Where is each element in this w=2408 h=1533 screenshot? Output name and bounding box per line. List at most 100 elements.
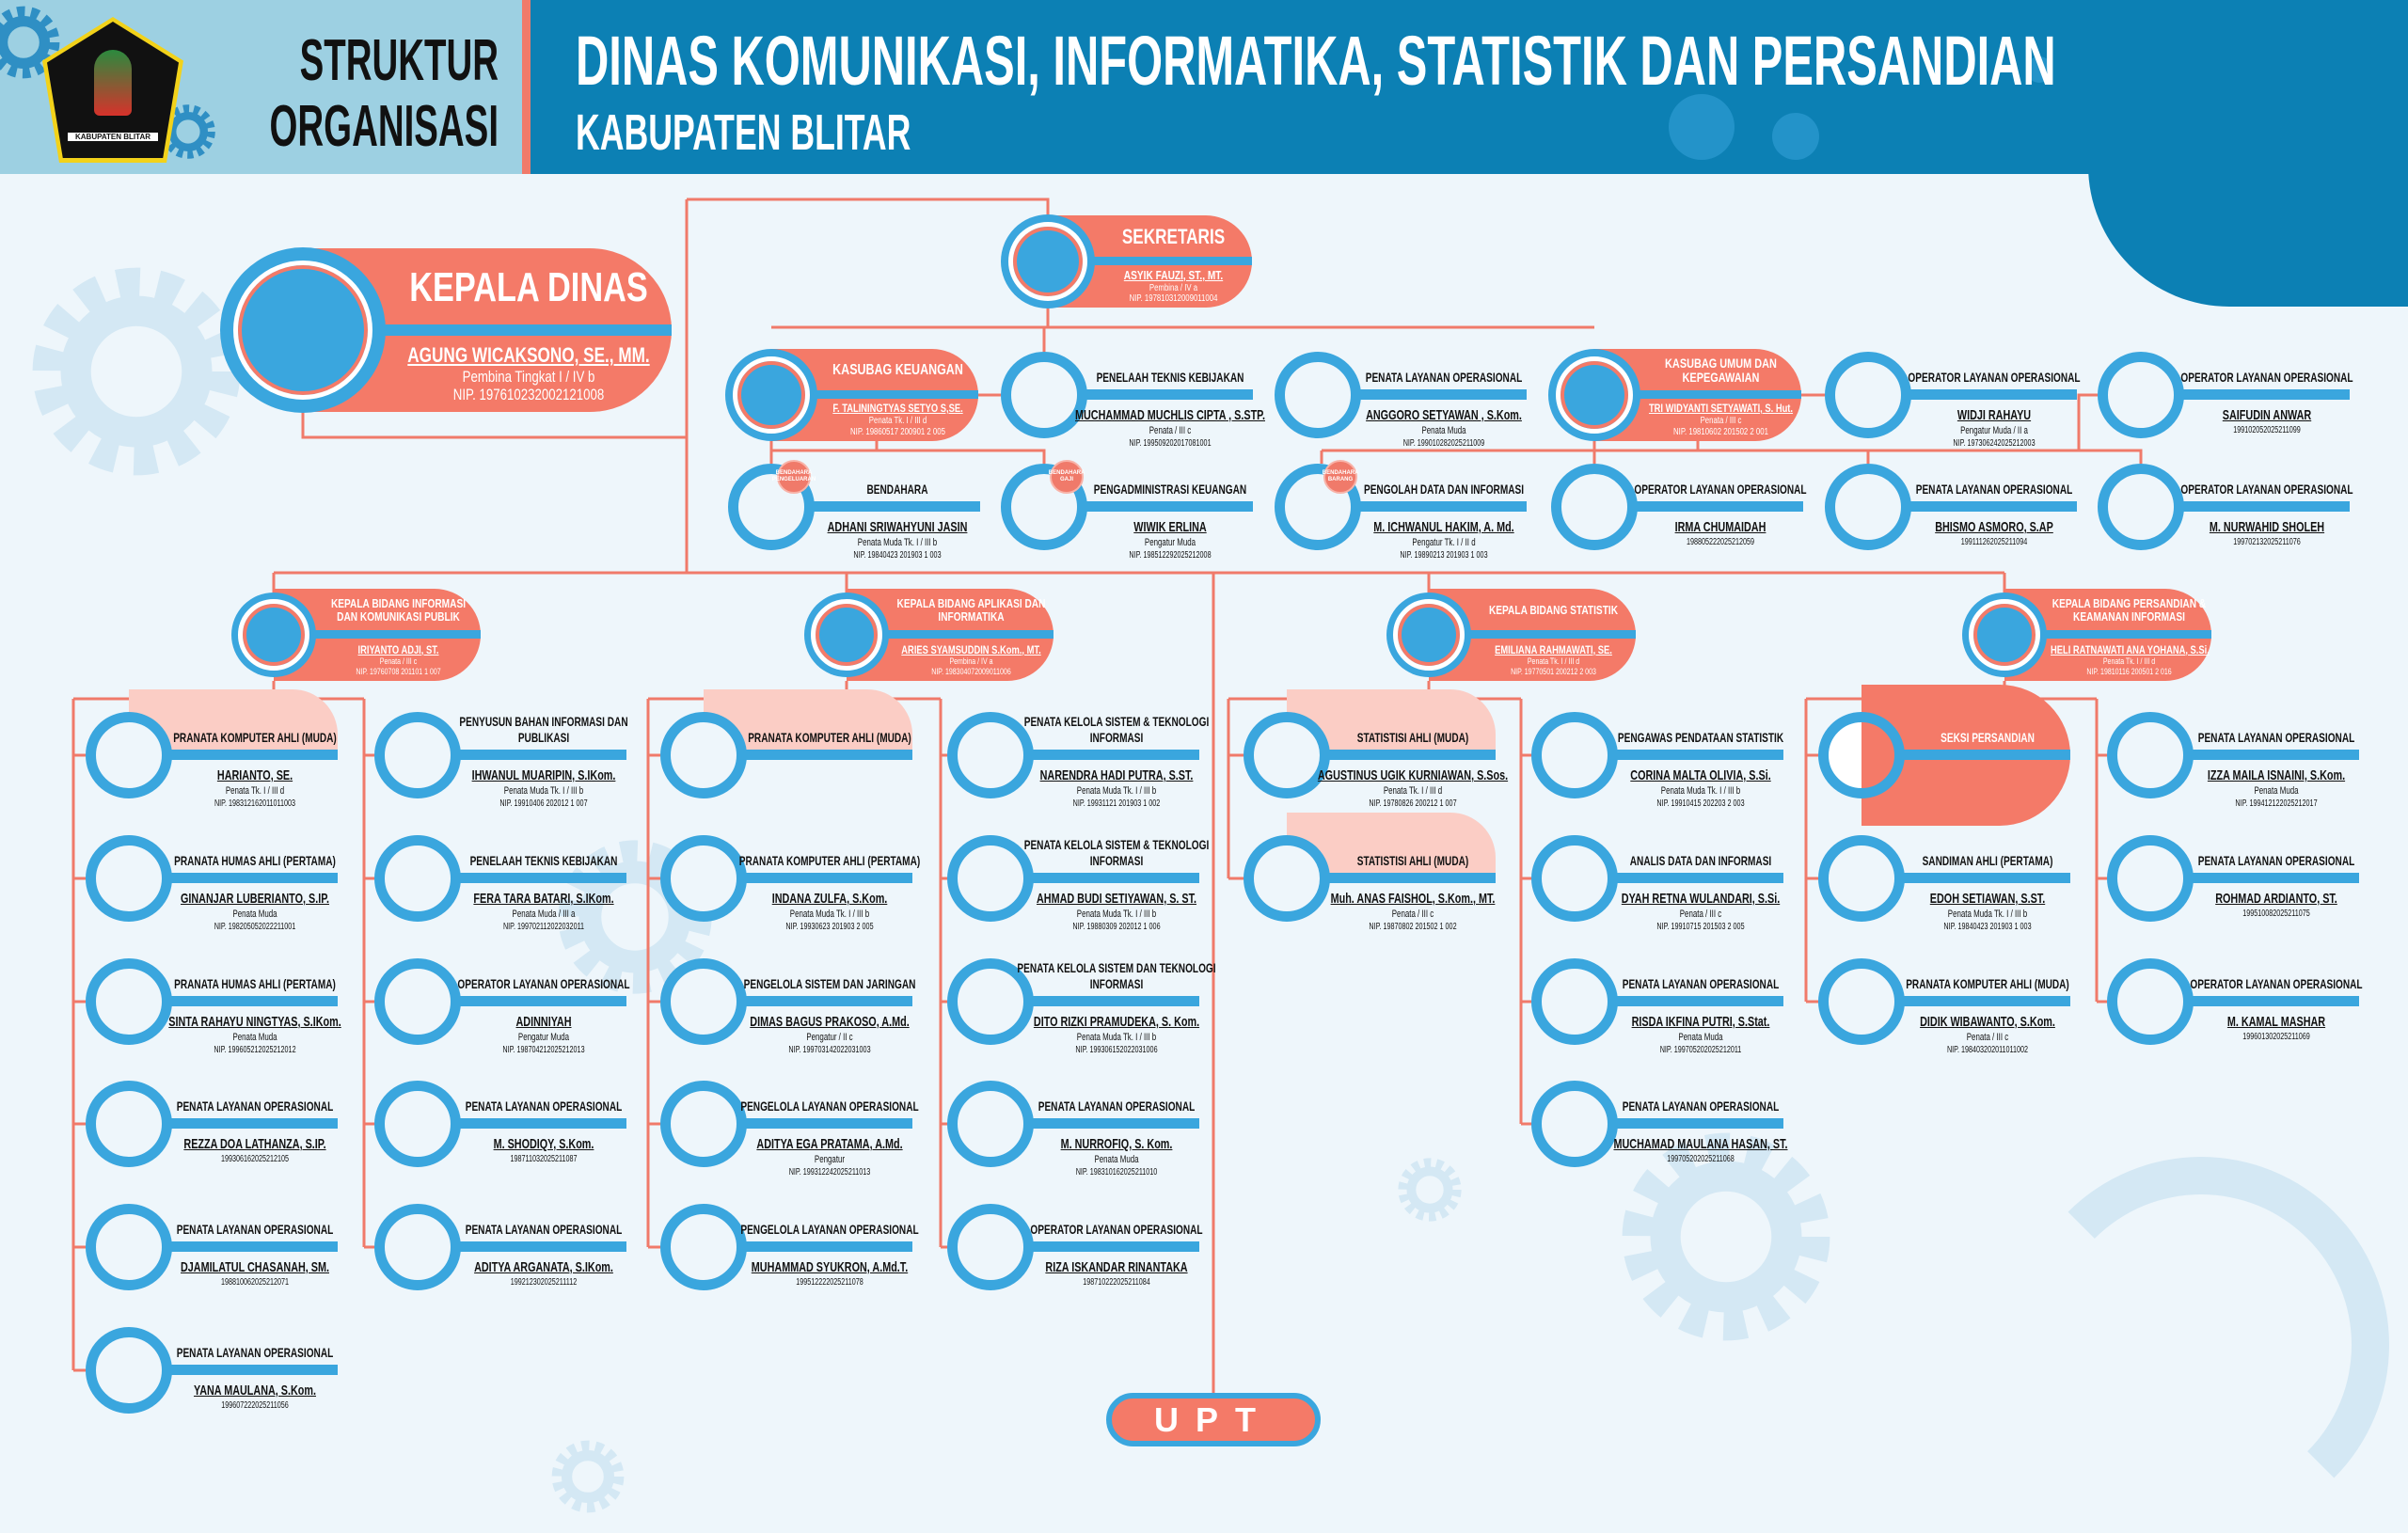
head-title: KASUBAG UMUM DAN KEPEGAWAIAN (1665, 355, 1777, 386)
staff-info: ADITYA ARGANATA, S.IKom.1992123020252111… (442, 1258, 645, 1289)
head-title: KEPALA BIDANG APLIKASI DAN INFORMATIKA (896, 595, 1046, 624)
staff-info: DIMAS BAGUS PRAKOSO, A.Md.Pengatur / II … (728, 1013, 931, 1057)
gear-icon (1622, 1132, 1830, 1341)
staff-name: M. NURROFIQ, S. Kom. (1060, 1136, 1173, 1152)
staff-rank: Pengatur (814, 1154, 846, 1165)
staff-info: ROHMAD ARDIANTO, ST.199510082025211075 (2175, 890, 2378, 921)
staff-rank: Penata Muda Tk. I / III b (1947, 909, 2028, 920)
staff-name: IHWANUL MUARIPIN, S.IKom. (471, 767, 616, 783)
staff-name: DIDIK WIBAWANTO, S.Kom. (1920, 1014, 2055, 1030)
connector-bar (1612, 750, 1783, 760)
staff-nip: NIP. 197306242025212003 (1953, 438, 2036, 449)
head-rank: Pembina / IV a (1149, 282, 1198, 293)
head-info: ARIES SYAMSUDDIN S.Kom., MT.Pembina / IV… (893, 641, 1050, 680)
connector-bar (1028, 1241, 1199, 1252)
staff-info: M. SHODIQY, S.Kom.198711032025211087 (442, 1135, 645, 1166)
staff-info: M. ICHWANUL HAKIM, A. Md.Pengatur Tk. I … (1342, 518, 1545, 562)
position-title: STATISTISI AHLI (MUDA) (1311, 831, 1514, 869)
position-title: OPERATOR LAYANAN OPERASIONAL (1015, 1200, 1218, 1238)
staff-nip: NIP. 19870802 201502 1 002 (1369, 922, 1457, 932)
staff-name: ROHMAD ARDIANTO, ST. (2215, 891, 2337, 907)
head-name: HELI RATNAWATI ANA YOHANA, S.Si. (2051, 642, 2210, 656)
connector-bar (1632, 501, 1803, 512)
staff-name: WIWIK ERLINA (1133, 519, 1207, 535)
avatar-placeholder (660, 712, 747, 798)
connector-bar (1324, 750, 1496, 760)
staff-name: GINANJAR LUBERIANTO, S.IP. (180, 891, 330, 907)
position-title: PENATA LAYANAN OPERASIONAL (442, 1077, 645, 1114)
head-rank: Penata / III c (1700, 416, 1742, 427)
position-title: PENGELOLA SISTEM DAN JARINGAN (728, 955, 931, 992)
staff-nip: 199705202025211068 (1667, 1154, 1735, 1164)
staff-nip: 199102052025211099 (2233, 425, 2301, 435)
position-title-text: PENATA KELOLA SISTEM & TEKNOLOGI INFORMA… (1023, 837, 1210, 868)
connector-bar (1906, 501, 2077, 512)
position-title: PENATA LAYANAN OPERASIONAL (153, 1077, 356, 1114)
avatar-placeholder (947, 1081, 1034, 1167)
position-title: PENATA LAYANAN OPERASIONAL (1599, 1077, 1802, 1114)
connector-bar (166, 750, 338, 760)
connector-bar (1082, 501, 1253, 512)
page-title: DINAS KOMUNIKASI, INFORMATIKA, STATISTIK… (576, 22, 2056, 100)
staff-nip: 199702132025211076 (2233, 537, 2301, 547)
position-title-text: PENYUSUN BAHAN INFORMASI DAN PUBLIKASI (459, 714, 628, 745)
staff-nip: NIP. 198205052022211001 (214, 922, 296, 932)
position-title: PENATA LAYANAN OPERASIONAL (153, 1200, 356, 1238)
staff-name: IZZA MAILA ISNAINI, S.Kom. (2207, 767, 2346, 783)
position-title-text: PENGELOLA LAYANAN OPERASIONAL (740, 1222, 919, 1237)
staff-rank: Penata Tk. I / III d (1383, 785, 1443, 797)
connector-line (687, 198, 1050, 215)
staff-rank: Pengatur / II c (806, 1032, 853, 1043)
position-title-text: PENATA LAYANAN OPERASIONAL (1622, 1098, 1780, 1114)
connector-bar (2188, 750, 2359, 760)
head-name: F. TALININGTYAS SETYO S,SE. (832, 402, 963, 416)
staff-name: M. SHODIQY, S.Kom. (493, 1136, 594, 1152)
connector-line (2077, 393, 2098, 450)
position-title-text: PRANATA KOMPUTER AHLI (MUDA) (173, 730, 337, 745)
staff-info: EDOH SETIAWAN, S.ST.Penata Muda Tk. I / … (1886, 890, 2089, 934)
position-title: PENATA LAYANAN OPERASIONAL (1893, 460, 2096, 498)
staff-rank: Penata Muda (1678, 1032, 1723, 1043)
staff-nip: NIP. 19910406 202012 1 007 (499, 798, 588, 809)
position-title-text: PENATA LAYANAN OPERASIONAL (1365, 370, 1523, 385)
staff-name: MUCHAMMAD MUCHLIS CIPTA , S.STP. (1074, 407, 1266, 423)
head-info: HELI RATNAWATI ANA YOHANA, S.Si.Penata T… (2051, 641, 2210, 680)
position-title-text: PENELAAH TEKNIS KEBIJAKAN (1096, 370, 1244, 385)
avatar-inner-ring (811, 599, 882, 671)
position-title-text: PRANATA HUMAS AHLI (PERTAMA) (174, 976, 336, 991)
head-rank: Pembina / IV a (949, 656, 993, 667)
avatar-inner-ring (733, 356, 810, 434)
staff-rank: Penata / III c (1149, 425, 1192, 436)
position-title: STATISTISI AHLI (MUDA) (1311, 708, 1514, 746)
staff-rank: Penata / III c (1391, 909, 1434, 920)
staff-nip: NIP. 19910415 202203 2 003 (1656, 798, 1745, 809)
staff-nip: NIP. 19910715 201503 2 005 (1656, 922, 1745, 932)
position-title: PRANATA KOMPUTER AHLI (PERTAMA) (728, 831, 931, 869)
staff-info: AHMAD BUDI SETIYAWAN, S. ST.Penata Muda … (1015, 890, 1218, 934)
avatar-placeholder (374, 958, 461, 1045)
upt-button[interactable]: UPT (1106, 1393, 1321, 1446)
staff-rank: Pengatur Muda (1144, 537, 1196, 548)
staff-name: ANGGORO SETYAWAN , S.Kom. (1366, 407, 1522, 423)
avatar-placeholder (86, 1204, 172, 1290)
connector-bar (2188, 873, 2359, 883)
connector-bar (2188, 996, 2359, 1006)
position-title-text: PENGELOLA SISTEM DAN JARINGAN (743, 976, 916, 991)
position-title-text: PENATA LAYANAN OPERASIONAL (2197, 730, 2355, 745)
position-title: PENGELOLA LAYANAN OPERASIONAL (728, 1077, 931, 1114)
connector-bar (741, 1118, 912, 1129)
staff-rank: Penata Muda Tk. I / III b (1076, 909, 1157, 920)
position-title: PENYUSUN BAHAN INFORMASI DAN PUBLIKASI (442, 708, 645, 746)
staff-nip: NIP. 198312162011011003 (214, 798, 296, 809)
staff-info: INDANA ZULFA, S.Kom.Penata Muda Tk. I / … (728, 890, 931, 934)
avatar-placeholder (2098, 352, 2184, 438)
head-info: EMILIANA RAHMAWATI, SE.Penata Tk. I / II… (1475, 641, 1632, 680)
head-rank: Pembina Tingkat I / IV b (462, 367, 595, 386)
avatar-placeholder (947, 1204, 1034, 1290)
staff-name: RISDA IKFINA PUTRI, S.Stat. (1631, 1014, 1770, 1030)
